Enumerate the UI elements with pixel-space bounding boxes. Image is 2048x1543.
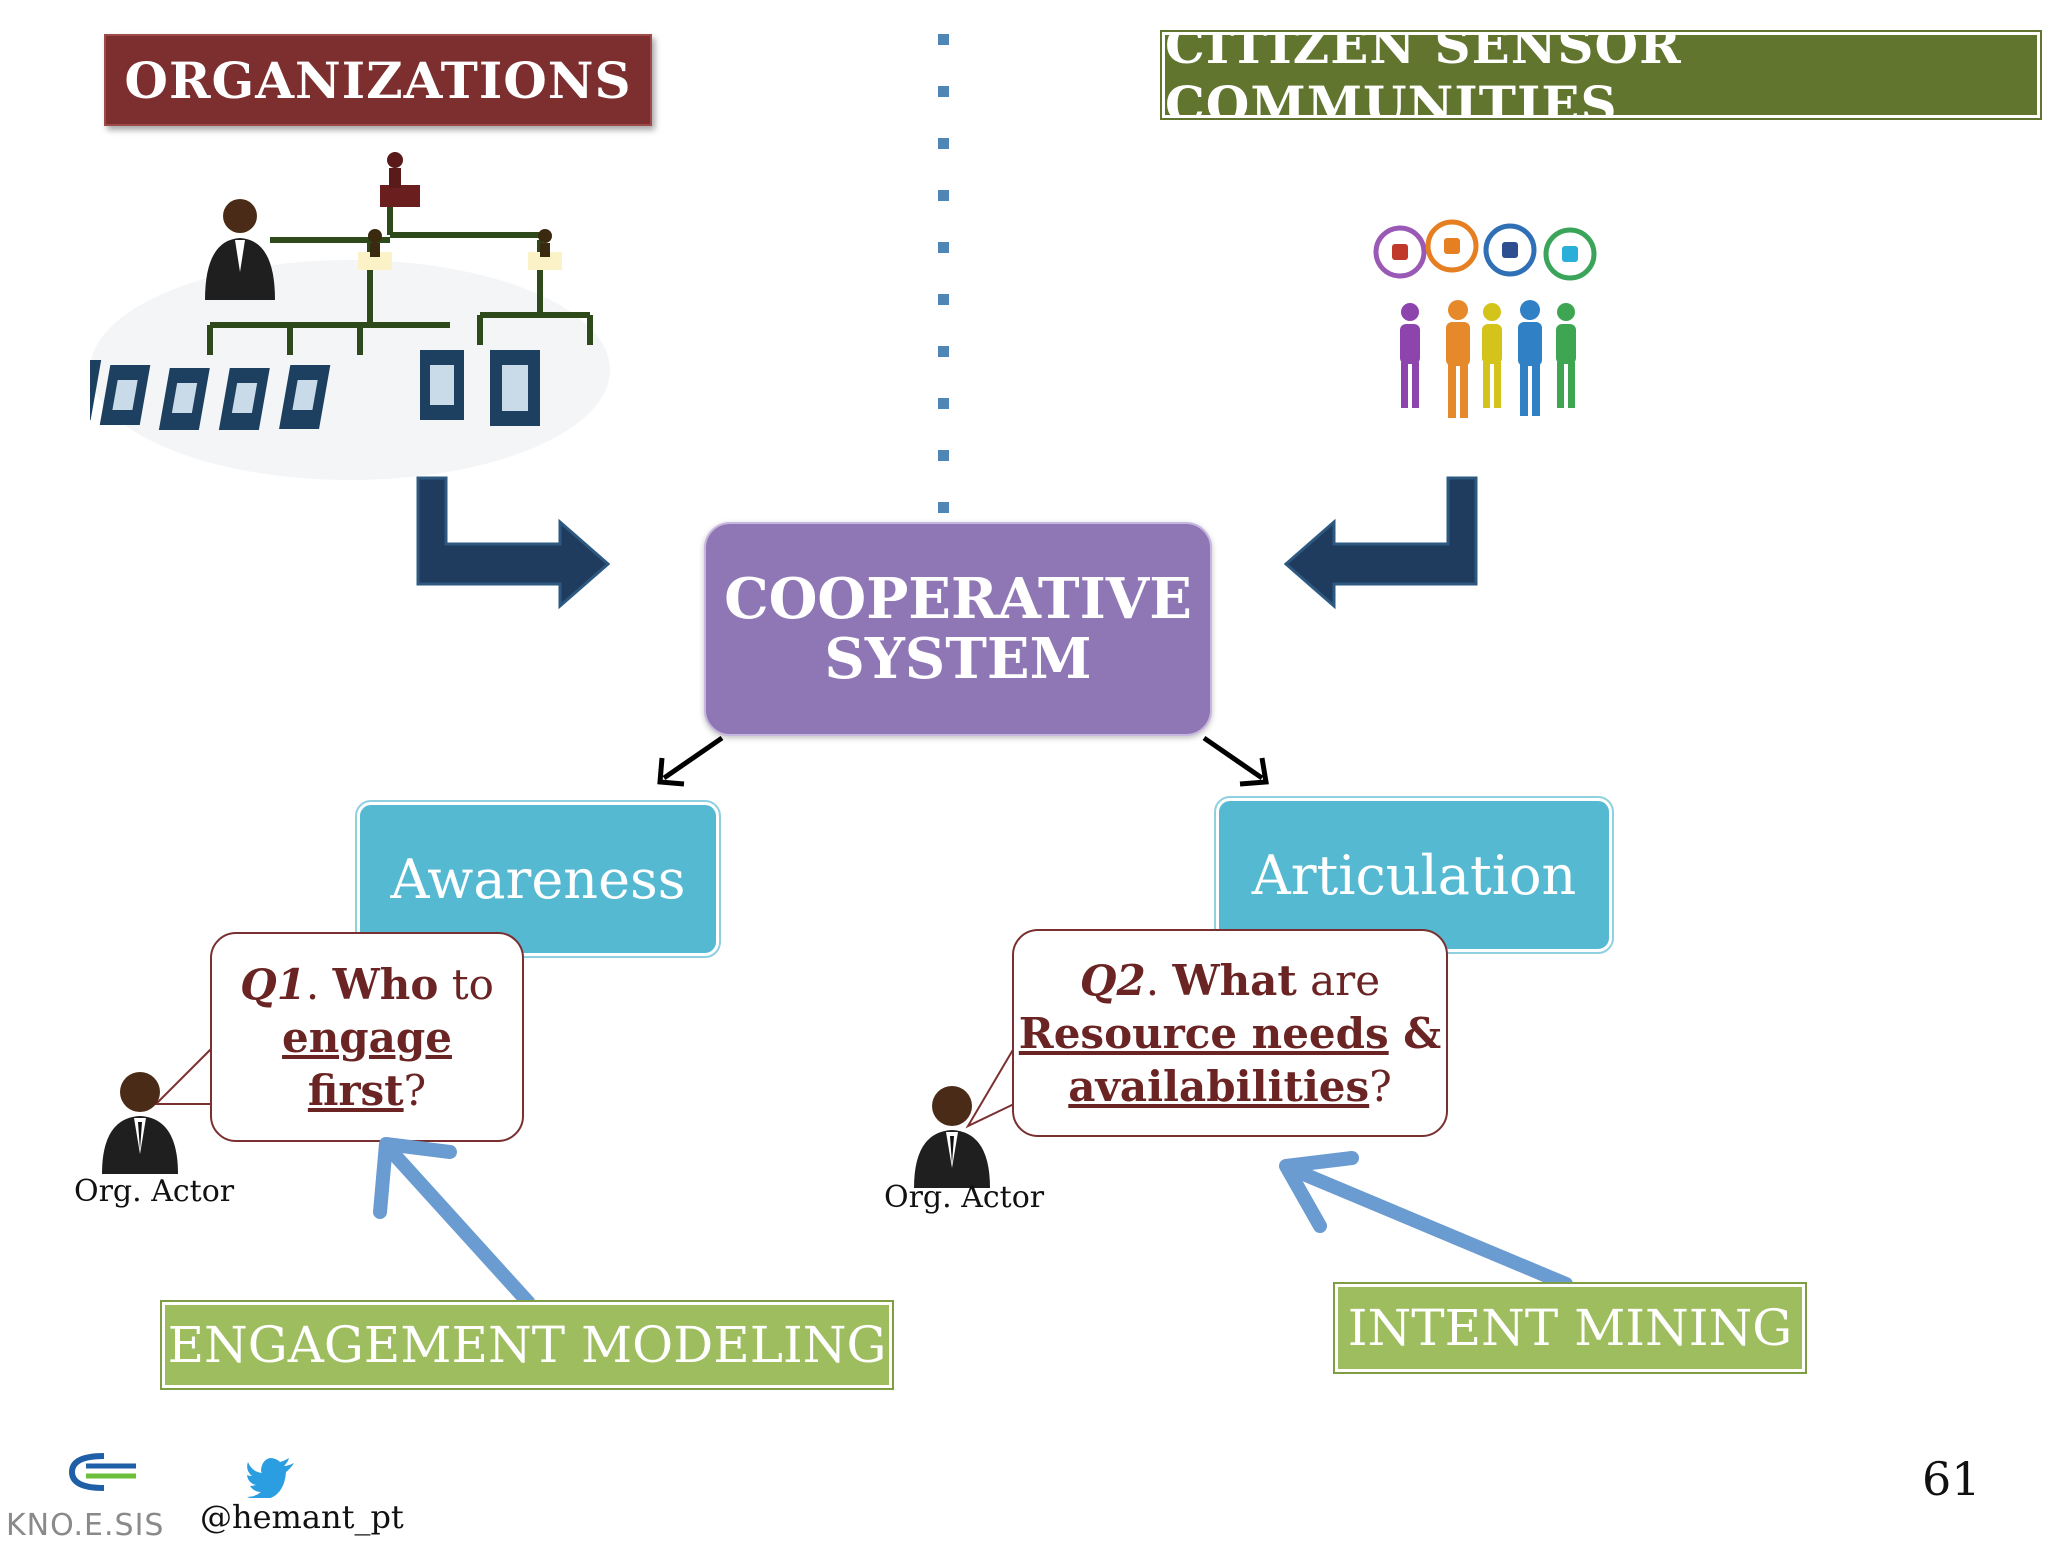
arrow-to-awareness	[657, 735, 724, 787]
arrow-to-articulation	[1202, 735, 1269, 787]
cooperative-line2: SYSTEM	[824, 626, 1092, 692]
org-actor-left-label: Org. Actor	[74, 1174, 235, 1209]
org-actor-right-icon	[914, 1086, 990, 1188]
engagement-to-q1-arrow	[373, 1137, 535, 1309]
articulation-box: Articulation	[1214, 796, 1614, 954]
q2-speech-bubble: Q2. What are Resource needs & availabili…	[1012, 929, 1448, 1137]
knoesis-logo-text: KNO.E.SIS	[6, 1508, 165, 1543]
knoesis-logo-icon	[68, 1453, 136, 1491]
citizen-community-illustration	[1373, 219, 1597, 418]
q2-line1: Q2. What are	[1079, 955, 1381, 1005]
twitter-icon	[247, 1458, 294, 1498]
org-actor-right-label: Org. Actor	[884, 1180, 1045, 1215]
q2-line3: availabilities?	[1068, 1061, 1392, 1111]
cooperative-system-box: COOPERATIVE SYSTEM	[704, 522, 1212, 736]
citizen-sensor-communities-banner: CITIZEN SENSOR COMMUNITIES	[1160, 16, 2042, 134]
intent-to-q2-arrow	[1279, 1151, 1573, 1291]
community-to-system-arrow	[1283, 476, 1478, 610]
engagement-modeling-box: ENGAGEMENT MODELING	[160, 1300, 894, 1390]
intent-mining-box: INTENT MINING	[1333, 1282, 1807, 1374]
org-to-system-arrow	[416, 476, 611, 610]
org-actor-left-icon	[102, 1072, 178, 1174]
q1-line1: Q1. Who to	[240, 959, 494, 1009]
q2-line2: Resource needs &	[1018, 1008, 1442, 1058]
org-hierarchy-illustration	[90, 152, 610, 480]
awareness-box: Awareness	[355, 800, 721, 958]
cooperative-line1: COOPERATIVE	[724, 566, 1192, 632]
twitter-handle: @hemant_pt	[200, 1498, 404, 1536]
organizations-banner: ORGANIZATIONS	[104, 34, 652, 126]
q1-line3: first?	[307, 1065, 427, 1115]
page-number: 61	[1922, 1452, 1981, 1506]
q1-speech-bubble: Q1. Who to engage first?	[210, 932, 524, 1142]
q1-line2: engage	[282, 1012, 452, 1062]
